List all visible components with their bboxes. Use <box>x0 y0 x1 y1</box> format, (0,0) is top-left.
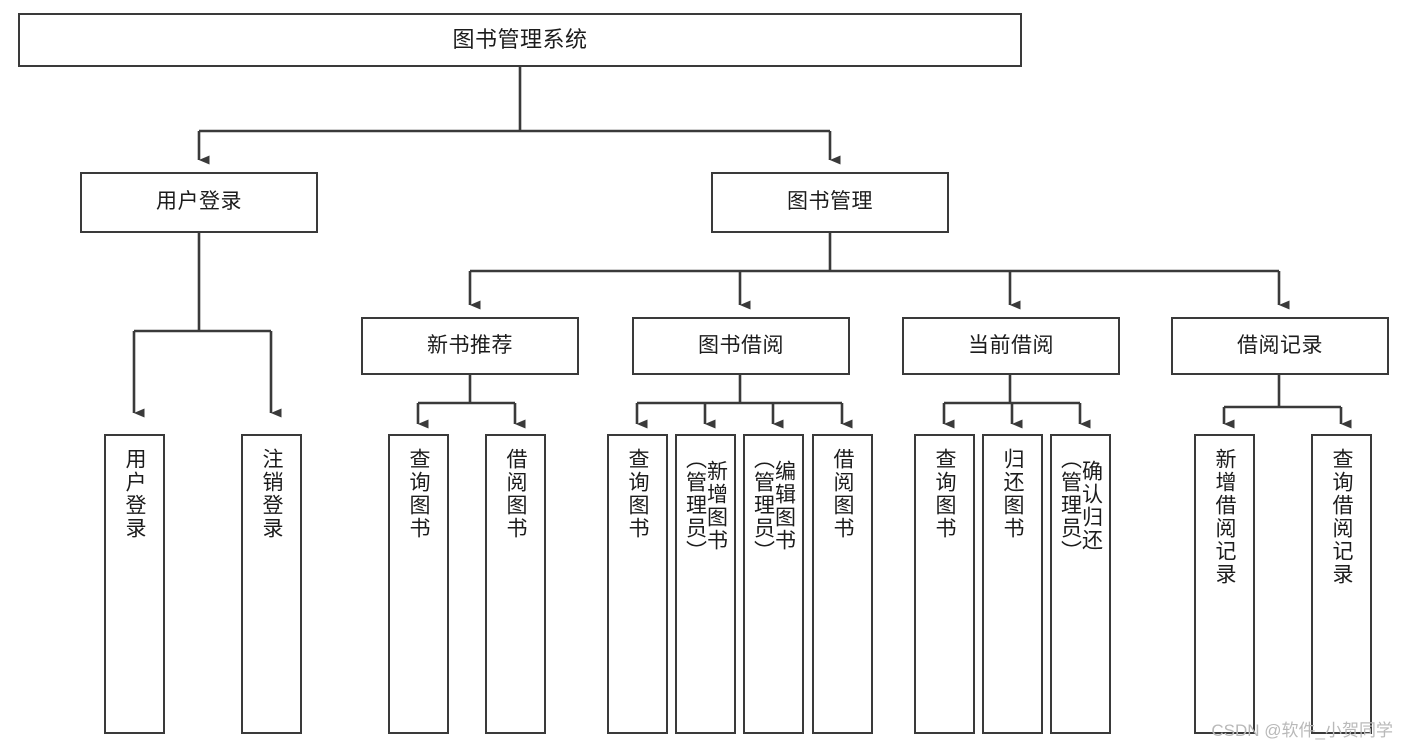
node-leaf-edit-book[interactable]: 编辑图书 （管理员） <box>743 434 804 734</box>
node-label: 借阅记录 <box>1237 333 1323 357</box>
node-label: 借阅图书 <box>831 448 854 540</box>
node-label: 当前借阅 <box>968 333 1054 357</box>
node-leaf-confirm-return[interactable]: 确认归还 （管理员） <box>1050 434 1111 734</box>
node-leaf-borrow-book-2[interactable]: 借阅图书 <box>812 434 873 734</box>
node-leaf-add-book[interactable]: 新增图书 （管理员） <box>675 434 736 734</box>
node-label: 新增图书 （管理员） <box>683 448 728 563</box>
node-label: 注销登录 <box>260 448 283 540</box>
node-leaf-query-book-3[interactable]: 查询图书 <box>914 434 975 734</box>
node-label: 查询图书 <box>407 448 430 540</box>
node-label: 归还图书 <box>1001 448 1024 540</box>
node-leaf-logout-login[interactable]: 注销登录 <box>241 434 302 734</box>
node-book-borrow[interactable]: 图书借阅 <box>632 317 850 375</box>
node-book-management[interactable]: 图书管理 <box>711 172 949 233</box>
node-leaf-return-book[interactable]: 归还图书 <box>982 434 1043 734</box>
node-label: 查询图书 <box>626 448 649 540</box>
node-label: 图书管理 <box>787 190 873 214</box>
node-borrow-record[interactable]: 借阅记录 <box>1171 317 1389 375</box>
node-leaf-user-login[interactable]: 用户登录 <box>104 434 165 734</box>
node-label: 新增借阅记录 <box>1213 448 1236 586</box>
node-root-book-management-system[interactable]: 图书管理系统 <box>18 13 1022 67</box>
node-user-login[interactable]: 用户登录 <box>80 172 318 233</box>
node-current-borrow[interactable]: 当前借阅 <box>902 317 1120 375</box>
node-label: 图书管理系统 <box>452 27 588 53</box>
node-label: 查询图书 <box>933 448 956 540</box>
node-label: 编辑图书 （管理员） <box>751 448 796 563</box>
node-leaf-borrow-book-1[interactable]: 借阅图书 <box>485 434 546 734</box>
node-label: 用户登录 <box>156 190 242 214</box>
node-label: 用户登录 <box>123 448 146 540</box>
node-leaf-add-record[interactable]: 新增借阅记录 <box>1194 434 1255 734</box>
node-label: 图书借阅 <box>698 333 784 357</box>
node-new-book-recommend[interactable]: 新书推荐 <box>361 317 579 375</box>
node-label: 借阅图书 <box>504 448 527 540</box>
watermark-text: CSDN @软件_小贺同学 <box>1211 721 1393 740</box>
node-leaf-query-book-2[interactable]: 查询图书 <box>607 434 668 734</box>
node-leaf-query-record[interactable]: 查询借阅记录 <box>1311 434 1372 734</box>
node-label: 查询借阅记录 <box>1330 448 1353 586</box>
node-leaf-query-book-1[interactable]: 查询图书 <box>388 434 449 734</box>
node-label: 确认归还 （管理员） <box>1058 448 1103 563</box>
node-label: 新书推荐 <box>427 333 513 357</box>
